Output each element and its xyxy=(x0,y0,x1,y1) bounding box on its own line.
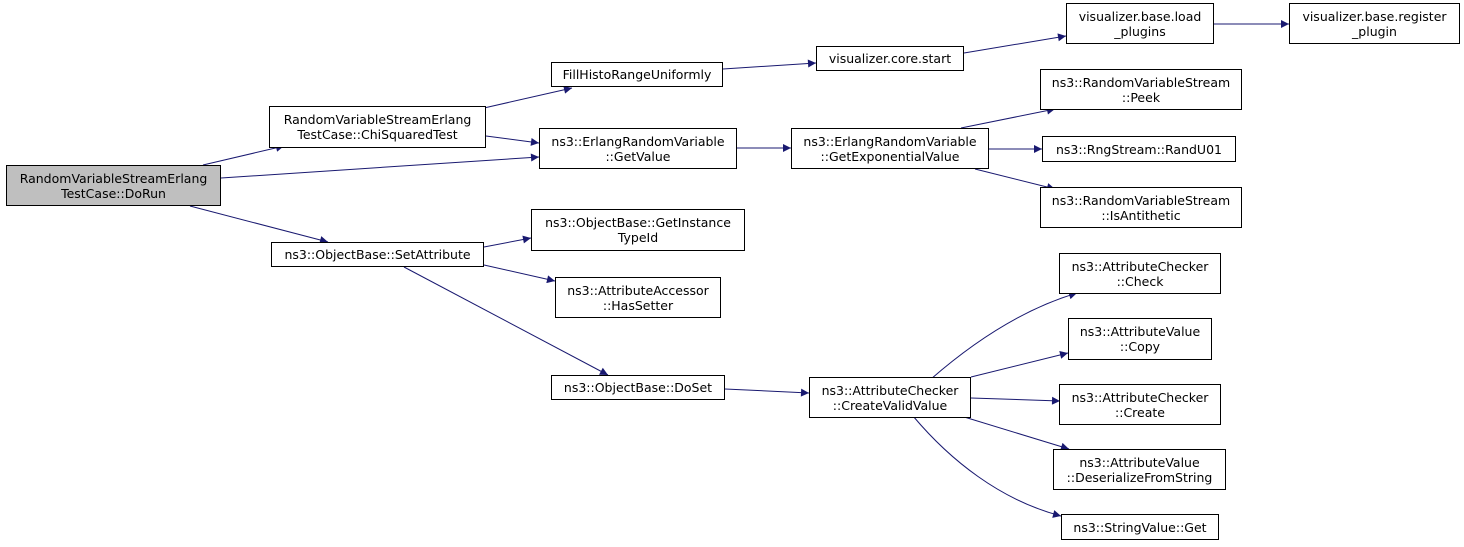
edge-setAttribute-getInstanceTypeId xyxy=(483,235,532,248)
node-visualizer-base-register-plugin[interactable]: visualizer.base.register _plugin xyxy=(1289,3,1460,44)
node-random-variable-stream-erlang-do-run[interactable]: RandomVariableStreamErlang TestCase::DoR… xyxy=(6,165,221,206)
edge-createValidValue-create xyxy=(970,396,1061,405)
node-object-base-get-instance-type-id[interactable]: ns3::ObjectBase::GetInstance TypeId xyxy=(531,209,745,251)
node-erlang-random-variable-get-exponential-value[interactable]: ns3::ErlangRandomVariable ::GetExponenti… xyxy=(791,128,989,169)
node-random-variable-stream-peek[interactable]: ns3::RandomVariableStream ::Peek xyxy=(1040,69,1242,110)
edge-getExponential-peek xyxy=(960,106,1056,129)
node-object-base-set-attribute[interactable]: ns3::ObjectBase::SetAttribute xyxy=(271,242,484,267)
node-random-variable-stream-is-antithetic[interactable]: ns3::RandomVariableStream ::IsAntithetic xyxy=(1040,187,1242,228)
edge-doRun-getValue xyxy=(220,153,540,179)
node-attribute-value-copy[interactable]: ns3::AttributeValue ::Copy xyxy=(1068,318,1212,360)
node-attribute-checker-create-valid-value[interactable]: ns3::AttributeChecker ::CreateValidValue xyxy=(809,377,971,418)
edge-doRun-chiSquared xyxy=(202,143,285,166)
edge-createValidValue-deserialize xyxy=(960,415,1070,451)
node-visualizer-core-start[interactable]: visualizer.core.start xyxy=(816,46,964,71)
node-attribute-accessor-has-setter[interactable]: ns3::AttributeAccessor ::HasSetter xyxy=(555,277,721,318)
node-attribute-value-deserialize-from-string[interactable]: ns3::AttributeValue ::DeserializeFromStr… xyxy=(1053,449,1226,490)
node-attribute-checker-create[interactable]: ns3::AttributeChecker ::Create xyxy=(1059,384,1221,425)
edge-doRun-setAttribute xyxy=(189,205,329,244)
node-object-base-do-set[interactable]: ns3::ObjectBase::DoSet xyxy=(551,375,725,400)
edge-createValidValue-stringGet xyxy=(912,415,1062,518)
edge-getExponential-isAntithetic xyxy=(974,168,1056,191)
edge-setAttribute-hasSetter xyxy=(483,264,556,284)
node-visualizer-base-load-plugins[interactable]: visualizer.base.load _plugins xyxy=(1066,3,1214,44)
edge-coreStart-loadPlugins xyxy=(963,33,1067,54)
node-erlang-random-variable-get-value[interactable]: ns3::ErlangRandomVariable ::GetValue xyxy=(539,128,737,169)
edge-chiSquared-getValue xyxy=(485,135,540,146)
node-rng-stream-rand-u01[interactable]: ns3::RngStream::RandU01 xyxy=(1042,136,1236,162)
node-attribute-checker-check[interactable]: ns3::AttributeChecker ::Check xyxy=(1059,253,1221,294)
node-chi-squared-test[interactable]: RandomVariableStreamErlang TestCase::Chi… xyxy=(269,106,486,148)
node-fill-histo-range-uniformly[interactable]: FillHistoRangeUniformly xyxy=(551,62,723,87)
edge-setAttribute-doSet xyxy=(403,266,609,376)
edge-chiSquared-fillHisto xyxy=(483,85,573,109)
edge-fillHisto-coreStart xyxy=(722,59,817,70)
node-string-value-get[interactable]: ns3::StringValue::Get xyxy=(1061,514,1219,540)
edge-createValidValue-copy xyxy=(970,351,1069,378)
edge-doSet-createValidValue xyxy=(724,388,810,397)
edge-createValidValue-check xyxy=(930,291,1078,380)
